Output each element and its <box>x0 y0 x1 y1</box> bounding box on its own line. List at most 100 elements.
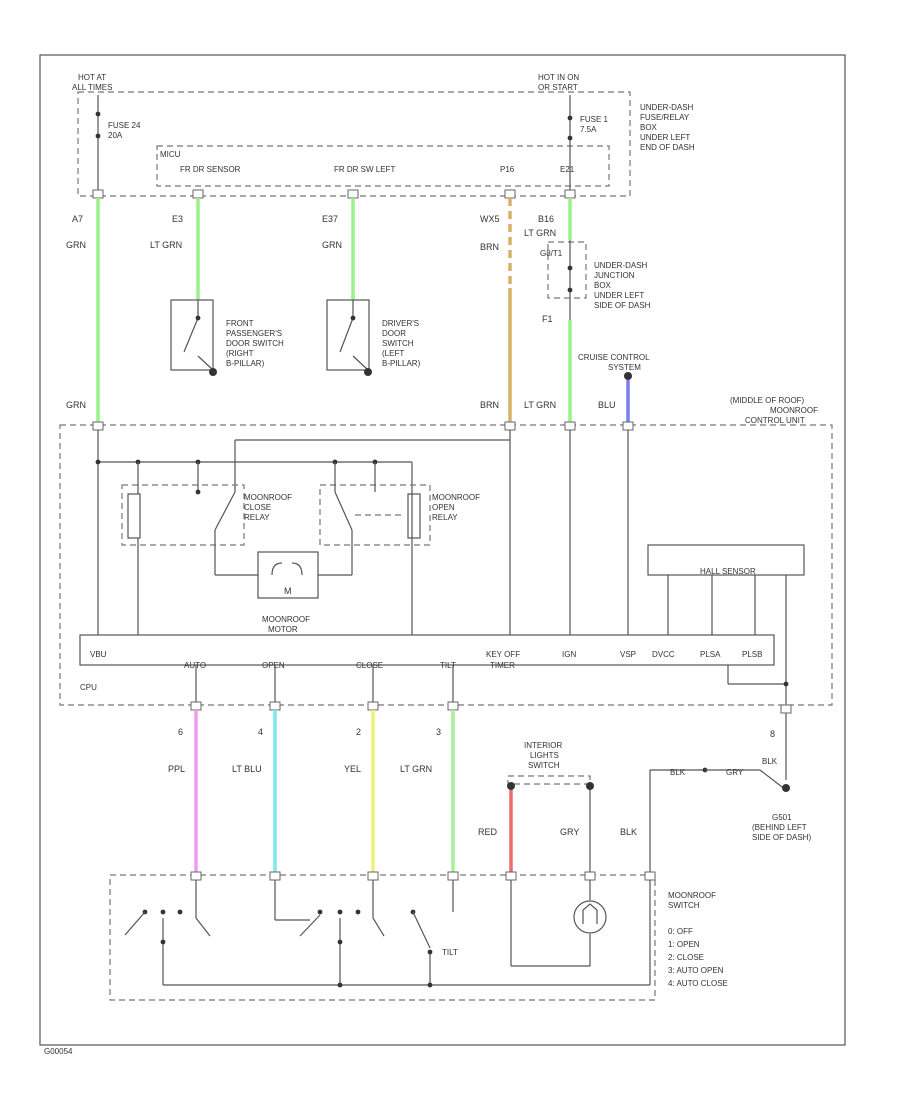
sw-terminal-yel <box>367 871 379 881</box>
cu-terminal-2 <box>504 421 516 431</box>
interior-lights-label-2: LIGHTS <box>530 751 559 760</box>
control-unit-loc-2: MOONROOF <box>770 406 818 415</box>
driver-door-switch-contact <box>350 315 356 321</box>
ground-label-3: SIDE OF DASH) <box>752 833 811 842</box>
sw-tilt-label: TILT <box>442 948 458 957</box>
fusebox-loc-5: END OF DASH <box>640 143 695 152</box>
switch-mode-3: 3: AUTO OPEN <box>668 966 724 975</box>
junction-loc-5: SIDE OF DASH <box>594 301 651 310</box>
wire-yel-color: YEL <box>344 764 361 774</box>
moonroof-switch-box <box>109 874 656 1001</box>
switch-mode-4: 4: AUTO CLOSE <box>668 979 728 988</box>
sw-left-contact-2 <box>160 909 166 915</box>
ground-label-2: (BEHIND LEFT <box>752 823 807 832</box>
front-door-switch-label-5: B-PILLAR) <box>226 359 265 368</box>
junction-box <box>547 241 587 299</box>
sw-terminal-ltgrn <box>447 871 459 881</box>
motor-m-label: M <box>284 586 292 596</box>
hot-right-line2: OR START <box>538 83 578 92</box>
sw-ground-node-1 <box>337 982 343 988</box>
cu-terminal-1 <box>92 421 104 431</box>
open-relay-label-1: MOONROOF <box>432 493 480 502</box>
close-relay-label-2: CLOSE <box>244 503 271 512</box>
sw-left-arm <box>124 911 146 936</box>
diagram-code: G00054 <box>44 1047 73 1056</box>
ground-blk2-label: BLK <box>762 757 778 766</box>
cpu-bus-vsp: VSP <box>620 650 636 659</box>
front-door-switch-ground <box>209 368 217 376</box>
driver-door-switch-label-2: DOOR <box>382 329 406 338</box>
cpu-bus-ign: IGN <box>562 650 576 659</box>
fuse1-rating: 7.5A <box>580 125 597 134</box>
close-relay-coil <box>127 493 141 539</box>
sw-tilt-node <box>427 949 433 955</box>
terminal-ppl <box>190 701 202 711</box>
micu-label: MICU <box>160 150 181 159</box>
sw-terminal-ltblu <box>269 871 281 881</box>
junction-pin-f1: F1 <box>542 314 553 324</box>
wire-e37-pin: E37 <box>322 214 338 224</box>
wire-b16-pin: B16 <box>538 214 554 224</box>
open-relay-coil <box>407 493 421 539</box>
ground-strap <box>759 769 787 791</box>
front-door-switch-label-4: (RIGHT <box>226 349 254 358</box>
wire-ppl-color: PPL <box>168 764 185 774</box>
terminal-ltblu <box>269 701 281 711</box>
wire-b16-color: LT GRN <box>524 228 556 238</box>
open-relay-label-2: OPEN <box>432 503 455 512</box>
junction-node-top <box>567 265 573 271</box>
junction-pins: G8/T1 <box>540 249 563 258</box>
driver-door-switch-box <box>326 299 370 371</box>
close-relay-blade <box>214 491 236 531</box>
micu-box <box>156 145 610 187</box>
junction-loc-3: BOX <box>594 281 612 290</box>
moonroof-control-unit-box <box>59 424 833 706</box>
cu-bus-node-1 <box>95 459 101 465</box>
open-relay-label-3: RELAY <box>432 513 458 522</box>
ground-label-1: G501 <box>772 813 792 822</box>
wire-e3-pin: E3 <box>172 214 183 224</box>
cpu-bus-close: CLOSE <box>356 661 383 670</box>
driver-door-switch-label-5: B-PILLAR) <box>382 359 421 368</box>
interior-lights-label-3: SWITCH <box>528 761 560 770</box>
control-unit-ltgrn-wire: LT GRN <box>524 400 556 410</box>
moonroof-motor <box>257 551 319 599</box>
front-door-switch-bottom-lead <box>197 355 214 371</box>
fuse1-node-top <box>567 115 573 121</box>
wire-ltgrn-pin: 3 <box>436 727 441 737</box>
fusebox-loc-2: FUSE/RELAY <box>640 113 690 122</box>
fusebox-loc-3: BOX <box>640 123 658 132</box>
front-door-switch-label-3: DOOR SWITCH <box>226 339 284 348</box>
junction-loc-1: UNDER-DASH <box>594 261 648 270</box>
driver-door-switch-blade <box>339 317 354 353</box>
fuse24-node-bottom <box>95 133 101 139</box>
moonroof-switch-label-1: MOONROOF <box>668 891 716 900</box>
cpu-bus-timer: TIMER <box>490 661 515 670</box>
wire-wx5-color: BRN <box>480 242 499 252</box>
fuse1-label: FUSE 1 <box>580 115 609 124</box>
wire-yel-pin: 2 <box>356 727 361 737</box>
hot-left-line1: HOT AT <box>78 73 106 82</box>
ground-gry-label: GRY <box>726 768 744 777</box>
cpu-ground-node <box>783 681 789 687</box>
cpu-bus-vbu: VBU <box>90 650 107 659</box>
interior-lights-switch <box>507 775 591 785</box>
hall-sensor-label: HALL SENSOR <box>700 567 756 576</box>
sw-terminal-red <box>505 871 517 881</box>
cpu-bus-dvcc: DVCC <box>652 650 675 659</box>
cruise-node <box>624 372 632 380</box>
terminal-b16 <box>564 189 576 199</box>
switch-mode-1: 1: OPEN <box>668 940 700 949</box>
front-door-switch-label-2: PASSENGER'S <box>226 329 282 338</box>
fuse24-label: FUSE 24 <box>108 121 141 130</box>
ground-g501-point <box>782 784 790 792</box>
driver-door-switch-bottom-lead <box>352 355 369 371</box>
diagram-frame <box>39 54 846 1046</box>
micu-pin-label-1: FR DR SENSOR <box>180 165 241 174</box>
front-door-switch-blade <box>183 317 199 353</box>
wire-a7-color: GRN <box>66 240 86 250</box>
fusebox-loc-4: UNDER LEFT <box>640 133 690 142</box>
micu-pin-label-2: FR DR SW LEFT <box>334 165 395 174</box>
cpu-bus-tilt: TILT <box>440 661 456 670</box>
cruise-label-1: CRUISE CONTROL <box>578 353 650 362</box>
